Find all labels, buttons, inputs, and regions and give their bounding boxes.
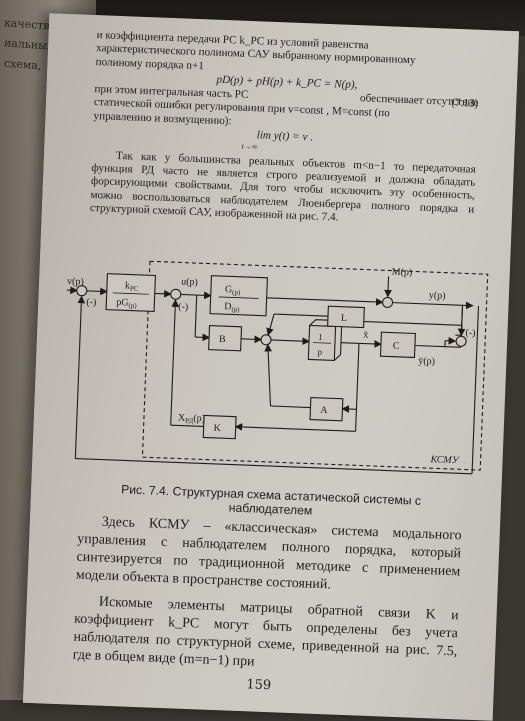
label-yhat: ȳ(p) — [418, 356, 435, 368]
label-v: v(p) — [67, 276, 84, 288]
paragraph: Здесь КСМУ – «классическая» система мода… — [76, 513, 462, 600]
ksmu-label: КСМУ — [429, 454, 460, 466]
label-minus: (-) — [86, 297, 96, 308]
summing-junction — [382, 297, 392, 307]
label-xhat: x̄ — [363, 330, 368, 341]
paragraph: Искомые элементы матрицы обратной связи … — [72, 593, 458, 680]
book-page: и коэффициента передачи РС k_PC из услов… — [23, 13, 519, 721]
label-y: y(p) — [429, 290, 446, 302]
controller-k-sub: PC — [130, 285, 139, 293]
block-c-label: C — [393, 341, 400, 352]
block-k-label: K — [213, 423, 221, 434]
lower-text-block: Здесь КСМУ – «классическая» система мода… — [72, 513, 462, 680]
controller-pg-sub: (p) — [128, 301, 137, 309]
plant-g-sub: (p) — [232, 288, 241, 296]
integrator-numerator: 1 — [318, 332, 323, 342]
label-m: M(p) — [392, 267, 413, 279]
left-page-text: схема, — [4, 57, 42, 73]
summing-junction — [171, 289, 181, 299]
upper-text-block: и коэффициента передачи РС k_PC из услов… — [90, 29, 481, 230]
label-xrd: XРД(p) — [178, 412, 206, 425]
block-l-label: L — [341, 313, 348, 324]
label-xrd-tail: (p) — [193, 413, 205, 424]
controller-pg: pG — [116, 297, 129, 308]
plant-d-sub: (p) — [231, 305, 240, 313]
block-b-label: B — [219, 334, 226, 345]
label-minus: (-) — [465, 327, 475, 338]
formula-limit-text: lim y(t) = v . — [256, 130, 313, 144]
block-a-label: A — [320, 405, 328, 416]
label-u: u(p) — [181, 276, 198, 288]
left-page-text: иальных — [4, 36, 54, 52]
paragraph: Так как у большинства реальных объектов … — [90, 149, 476, 231]
label-minus: (-) — [178, 301, 188, 312]
observer-summing-junction — [261, 335, 271, 345]
block-diagram: v(p) (-) kPC pG(p) u(p) (-) G(p) D(p) M(… — [58, 250, 498, 482]
